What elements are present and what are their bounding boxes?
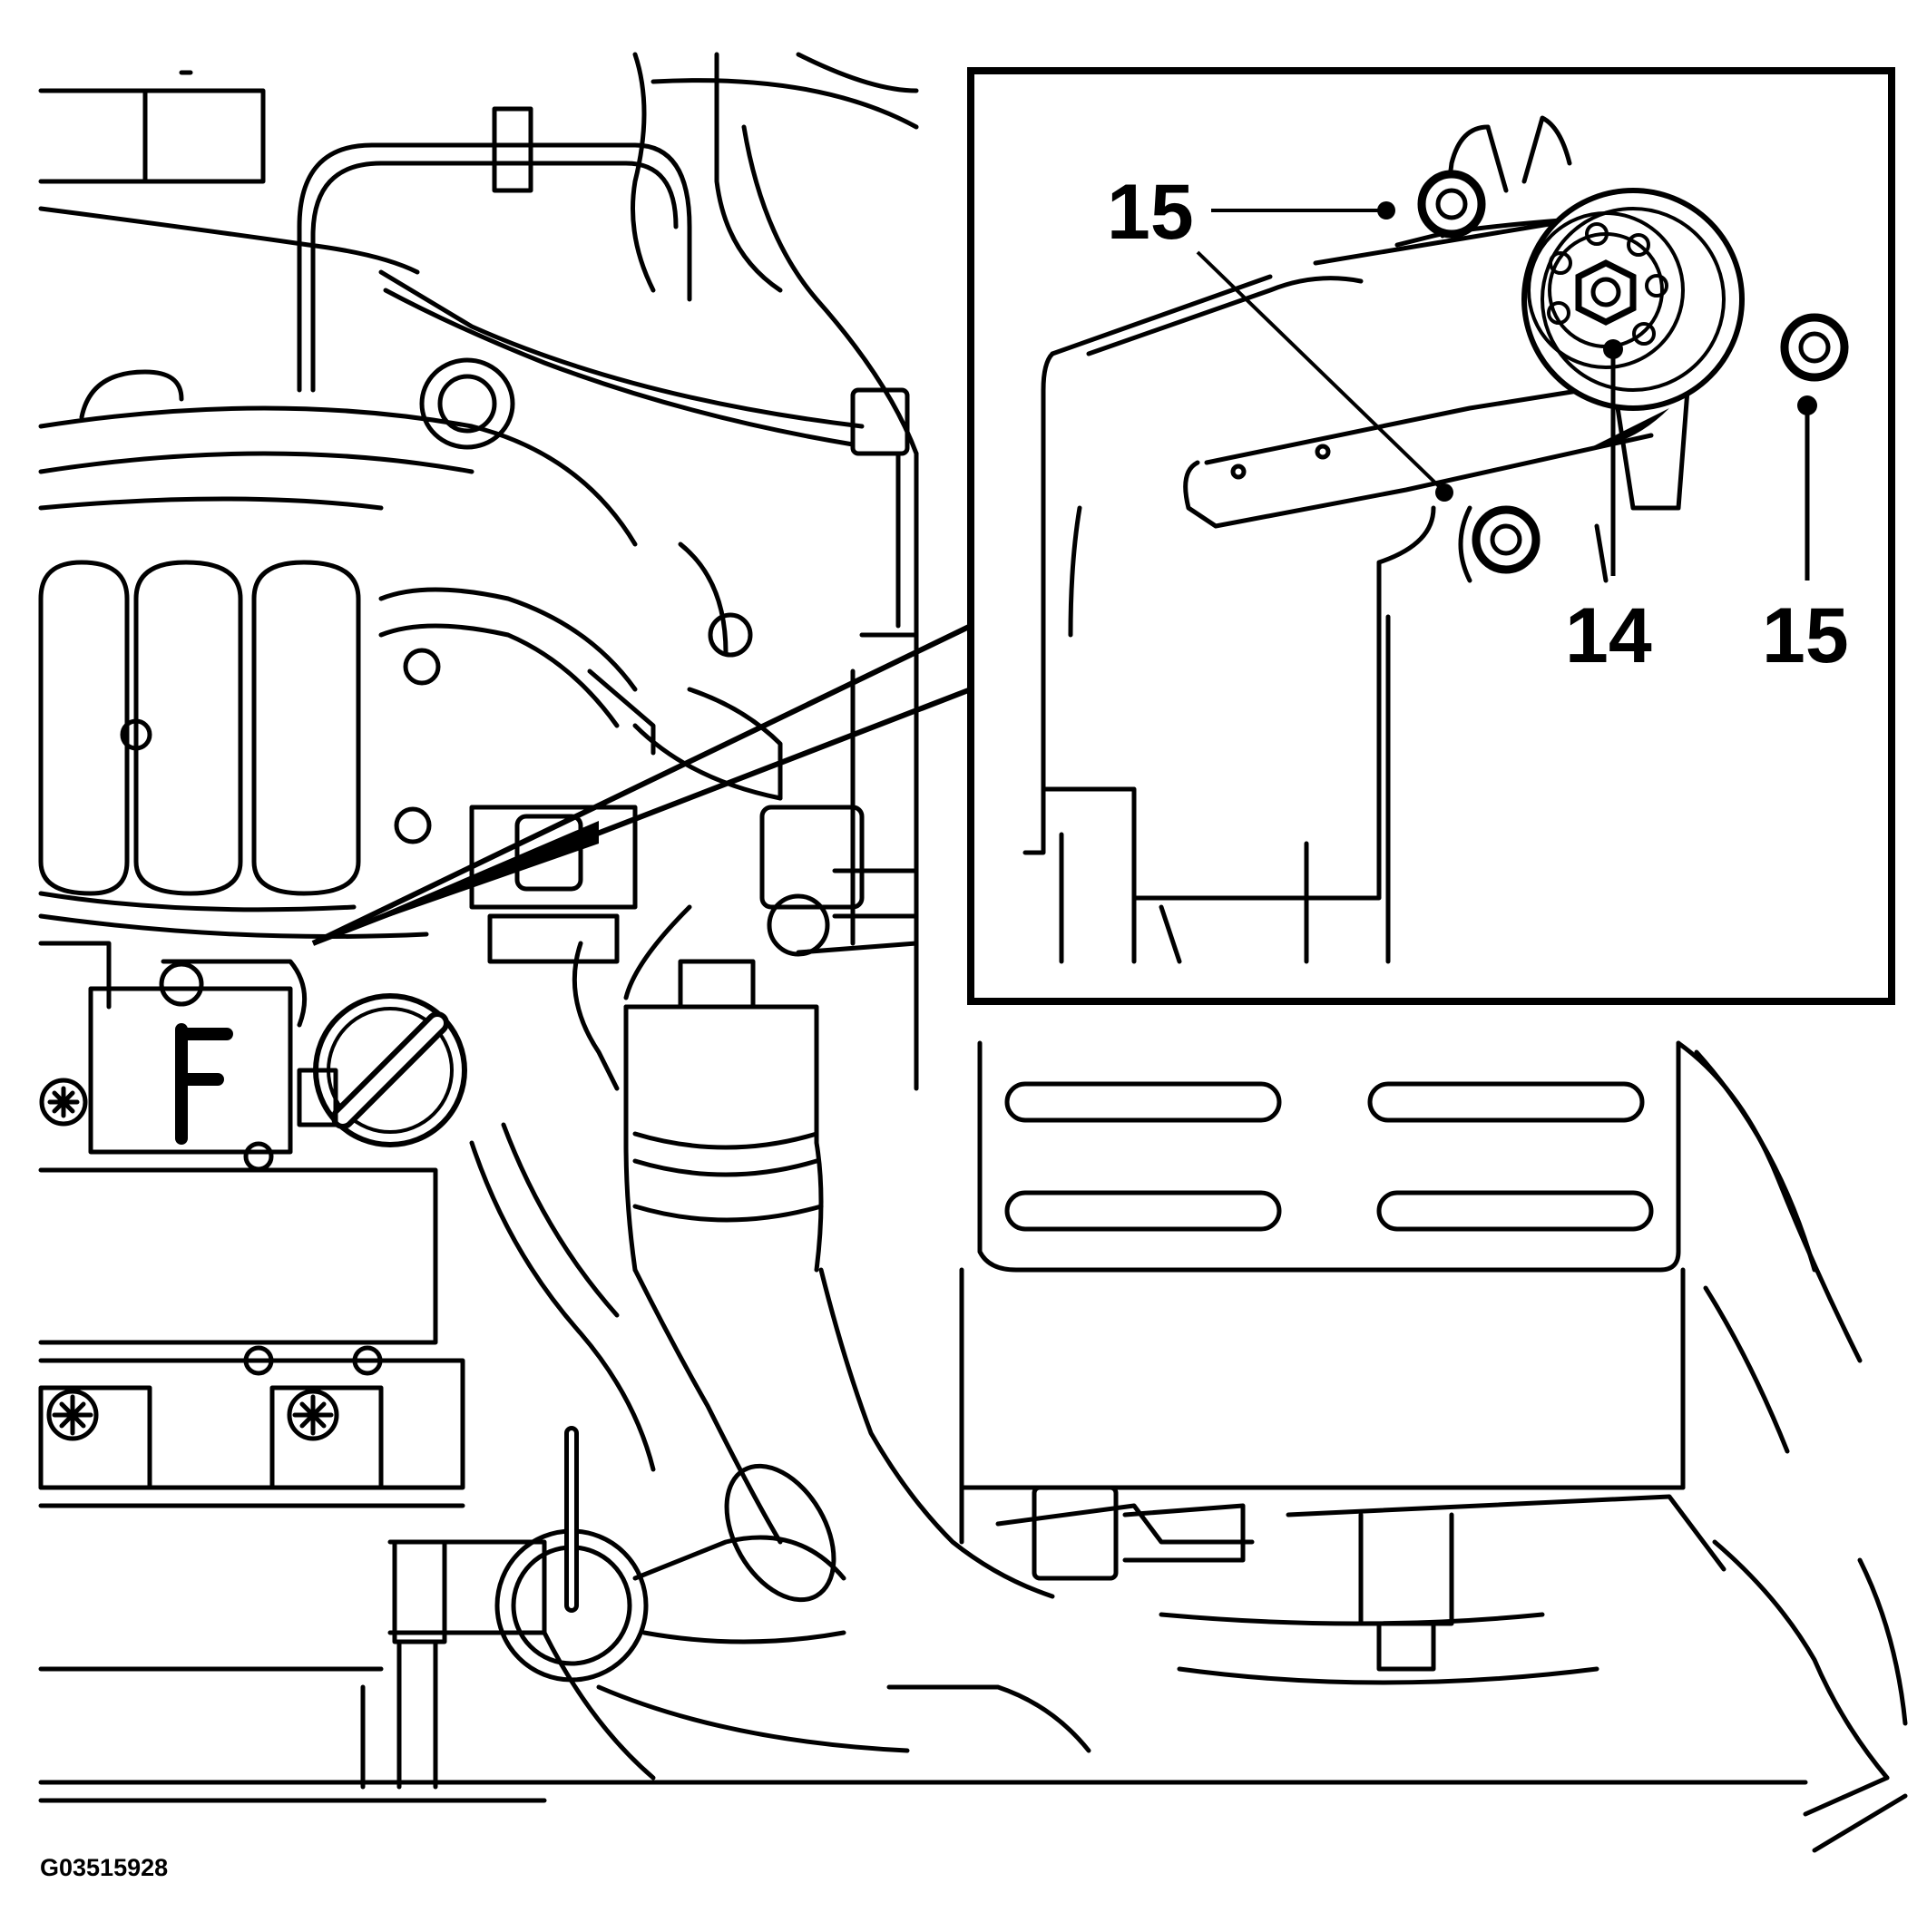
lower-edge (38, 1612, 1908, 1853)
intake-hose (572, 904, 1055, 1599)
detail-inset: 15 14 15 (967, 67, 1895, 1005)
mount-bolt-upper (1417, 170, 1486, 239)
intake-manifold (38, 405, 638, 939)
callout-leaders (1196, 201, 1817, 581)
callout-15-upper-left: 15 (1107, 169, 1194, 256)
mount-bolt-lower (1472, 505, 1541, 574)
zoom-pointer (311, 623, 973, 946)
mount-bolt-right (1780, 313, 1849, 382)
valve-cover-area (120, 542, 919, 964)
engine-mount (1521, 188, 1745, 449)
battery-tray (959, 1040, 1908, 1781)
right-housing (796, 469, 919, 1091)
upper-hoses (38, 52, 919, 629)
figure-id: G03515928 (40, 1854, 168, 1881)
oil-filler-cap (313, 993, 467, 1147)
callout-14: 14 (1565, 592, 1652, 679)
timing-cover-block (38, 941, 338, 1172)
engine-bay-artwork (38, 52, 1908, 1853)
lower-left-bracket (38, 1167, 547, 1790)
inset-housing (1022, 274, 1436, 964)
callout-15-right: 15 (1762, 592, 1849, 679)
throttle-body (469, 1122, 910, 1781)
